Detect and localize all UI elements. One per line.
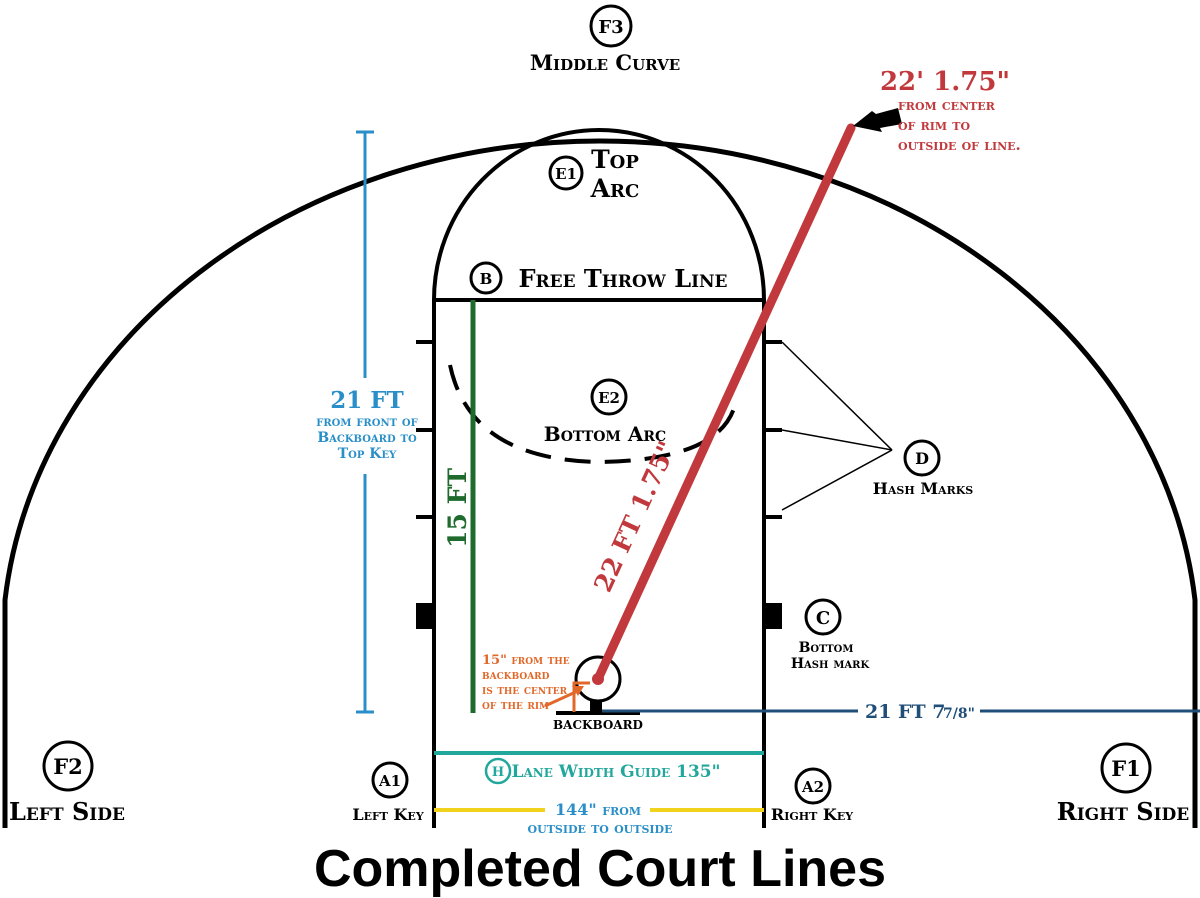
rim — [574, 655, 622, 703]
label-left-side: Left Side — [9, 797, 125, 826]
top-arc — [432, 128, 766, 301]
bottom-arc — [448, 364, 737, 465]
height-note-3: Top Key — [338, 446, 397, 462]
baseline-dist: 21 FT 7 — [865, 701, 946, 723]
marker-a2: A2 — [801, 778, 824, 796]
key-width-1: 144" from — [555, 800, 641, 819]
label-backboard: BACKBOARD — [553, 718, 643, 732]
rim-connector — [590, 700, 602, 713]
marker-circles — [42, 4, 1152, 805]
rim-note-bracket — [544, 681, 590, 712]
key-width-2: outside to outside — [528, 819, 673, 837]
marker-e1: E1 — [555, 165, 577, 183]
label-hash-marks: Hash Marks — [873, 479, 974, 498]
height-dimension — [356, 130, 374, 714]
label-free-throw-line: Free Throw Line — [518, 264, 727, 293]
label-bottom-arc: Bottom Arc — [544, 422, 666, 446]
height-note-1: from front of — [316, 414, 417, 430]
label-lane-width-guide: Lane Width Guide 135" — [511, 762, 720, 782]
hash-pointer-lines — [781, 341, 893, 511]
label-bottom-hash-2: Hash mark — [791, 656, 870, 672]
baseline-frac: 7/8" — [943, 706, 975, 722]
marker-h: H — [492, 765, 504, 780]
rim-center-dot — [592, 673, 604, 685]
page-title: Completed Court Lines — [314, 840, 886, 898]
marker-d: D — [915, 449, 929, 468]
label-right-side: Right Side — [1057, 797, 1190, 826]
marker-a1: A1 — [378, 772, 401, 790]
marker-f2: F2 — [53, 754, 83, 779]
corner-note-3: outside of line. — [898, 136, 1021, 154]
height-note-2: Backboard to — [317, 430, 417, 446]
marker-b: B — [480, 270, 493, 288]
radius-line — [593, 123, 856, 684]
label-middle-curve: Middle Curve — [530, 50, 680, 75]
corner-arrow — [853, 108, 902, 132]
label-bottom-hash-1: Bottom — [799, 640, 854, 656]
corner-value: 22' 1.75" — [880, 67, 1010, 97]
marker-e2: E2 — [598, 389, 620, 407]
marker-f3: F3 — [598, 17, 623, 38]
free-throw-dist: 15 FT — [443, 468, 472, 548]
rim-note-arrow — [572, 686, 584, 696]
height-value: 21 FT — [330, 387, 403, 414]
label-left-key: Left Key — [352, 805, 423, 824]
rim-note-4: of the rim — [482, 698, 549, 713]
rim-note-1: 15" from the — [482, 653, 570, 668]
rim-note-2: backboard — [482, 668, 550, 683]
bottom-hash-left — [416, 603, 434, 629]
label-top-arc-1: Top — [591, 145, 639, 174]
label-top-arc-2: Arc — [590, 174, 640, 203]
marker-f1: F1 — [1111, 756, 1141, 781]
marker-c: C — [816, 608, 830, 629]
bottom-hash-right — [764, 603, 782, 629]
hash-marks — [416, 340, 782, 519]
three-point-line — [2, 138, 1198, 828]
corner-note-1: from center — [898, 96, 996, 114]
rim-note-3: is the center — [482, 683, 568, 698]
label-right-key: Right Key — [771, 805, 853, 824]
corner-note-2: of rim to — [898, 116, 970, 134]
